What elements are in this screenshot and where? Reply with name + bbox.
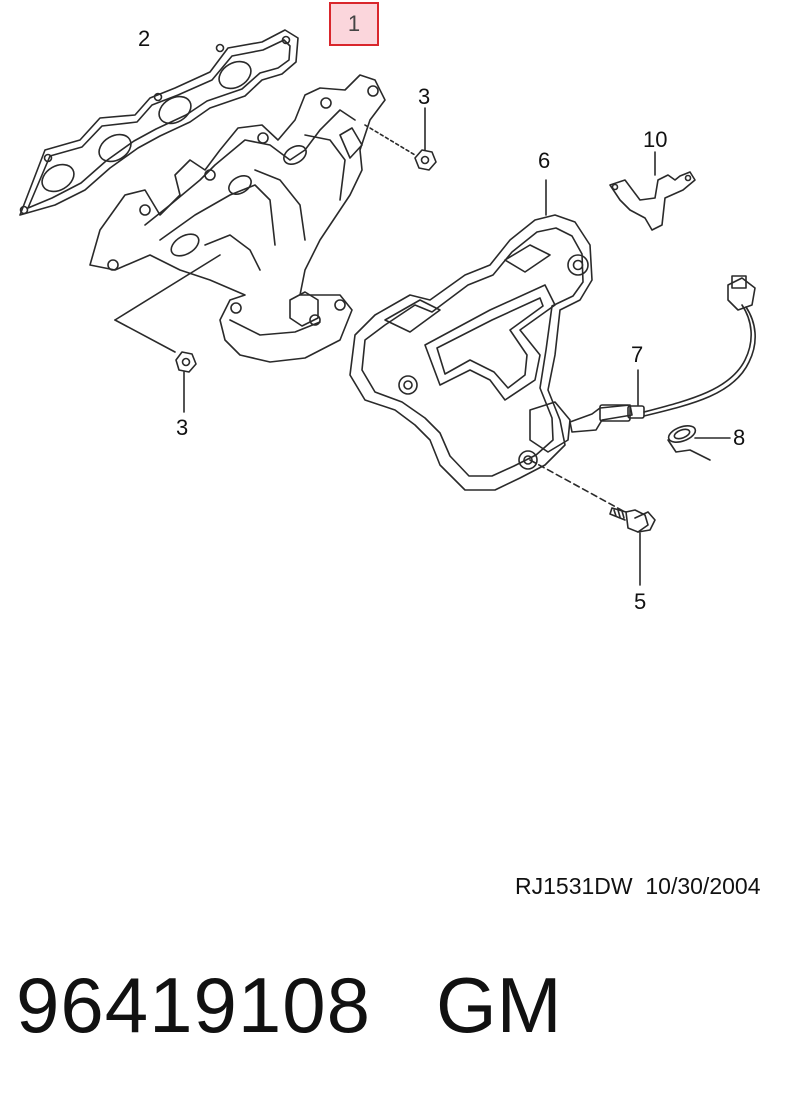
manifold-gasket	[19, 29, 299, 216]
clip	[667, 425, 731, 461]
nut-lower	[114, 254, 221, 413]
oxygen-sensor	[569, 275, 756, 433]
brand-label: GM	[436, 961, 562, 1049]
callout-5: 5	[634, 589, 647, 614]
callout-2: 2	[138, 26, 151, 51]
callout-3-lower: 3	[176, 415, 189, 440]
highlight-callout-1[interactable]: 1	[329, 2, 379, 46]
drawing-code: RJ1531DW 10/30/2004	[515, 873, 761, 899]
nut-upper	[364, 107, 437, 171]
part-number: 96419108	[16, 961, 372, 1049]
callout-8: 8	[733, 425, 746, 450]
callout-10: 10	[643, 127, 668, 152]
bolt	[529, 459, 656, 586]
callout-3-upper: 3	[418, 84, 431, 109]
callout-6: 6	[538, 148, 551, 173]
callout-7: 7	[631, 342, 644, 367]
callout-1-label: 1	[347, 11, 361, 36]
bracket	[609, 151, 696, 231]
heat-shield	[349, 179, 593, 491]
exhaust-manifold	[89, 74, 386, 363]
